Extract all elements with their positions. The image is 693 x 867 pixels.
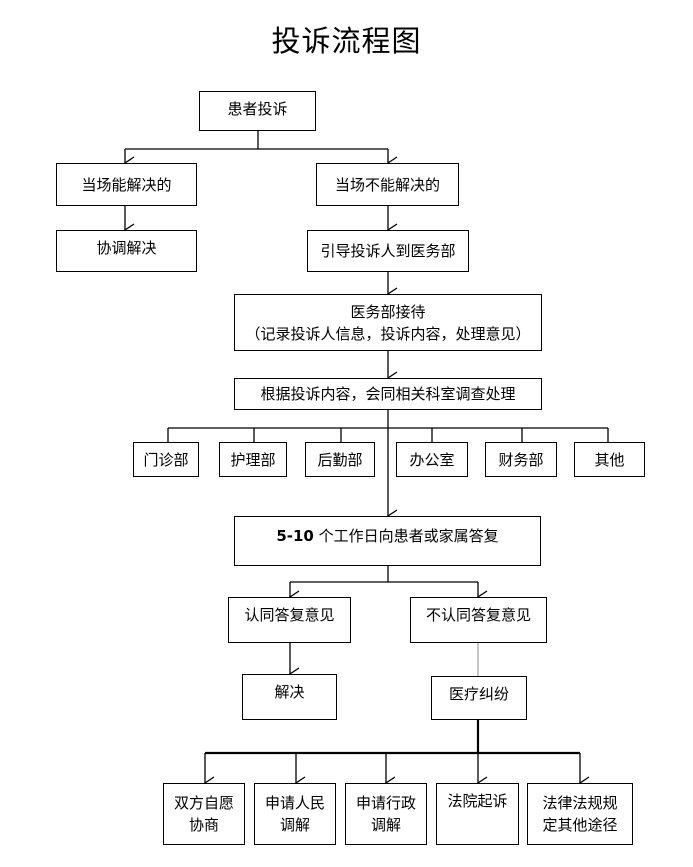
dept-label: 办公室: [409, 450, 455, 469]
node-label: 解决: [274, 683, 305, 701]
node-label-line2: （记录投诉人信息，投诉内容，处理意见）: [245, 324, 531, 343]
node-label: 患者投诉: [227, 100, 288, 118]
dept-box: 门诊部: [133, 442, 199, 477]
node-not-resolvable: 当场不能解决的: [316, 163, 459, 206]
node-resolvable: 当场能解决的: [56, 163, 197, 206]
node-label: 引导投诉人到医务部: [320, 242, 456, 260]
option-line2: 调解: [370, 816, 401, 834]
dept-label: 后勤部: [317, 450, 363, 469]
option-line2: 调解: [279, 816, 310, 834]
node-label: 医疗纠纷: [448, 685, 509, 703]
option-line1: 法律法规规: [542, 794, 618, 812]
node-label: 当场能解决的: [81, 175, 172, 194]
option-line1: 申请行政: [355, 794, 416, 812]
option-box: 法律法规规 定其他途径: [527, 783, 633, 845]
dept-label: 财务部: [498, 450, 544, 469]
dept-box: 财务部: [485, 442, 557, 477]
option-line2: 定其他途径: [542, 816, 618, 834]
node-dispute: 医疗纠纷: [431, 676, 527, 720]
dept-box: 其他: [574, 442, 645, 477]
option-line2: 协商: [188, 816, 219, 834]
dept-box: 办公室: [396, 442, 468, 477]
node-coordinate: 协调解决: [56, 230, 197, 272]
node-label-line1: 医务部接待: [350, 302, 426, 321]
option-box: 申请人民 调解: [254, 783, 336, 845]
dept-box: 护理部: [219, 442, 287, 477]
node-complaint: 患者投诉: [199, 91, 316, 131]
option-line1: 法院起诉: [447, 792, 508, 810]
node-disagree: 不认同答复意见: [410, 597, 547, 643]
option-line1: 双方自愿: [173, 794, 234, 812]
option-line1: 申请人民: [264, 794, 325, 812]
reply-text: 个工作日向患者或家属答复: [313, 527, 499, 545]
node-investigate: 根据投诉内容，会同相关科室调查处理: [234, 378, 542, 410]
node-agree: 认同答复意见: [228, 597, 351, 643]
option-box: 法院起诉: [436, 783, 519, 845]
node-label: 认同答复意见: [244, 606, 335, 624]
diagram-title: 投诉流程图: [271, 24, 422, 58]
dept-label: 护理部: [230, 450, 276, 469]
node-reply: 5-10 个工作日向患者或家属答复: [234, 516, 541, 566]
reply-days: 5-10: [276, 527, 314, 545]
node-label: 协调解决: [96, 239, 157, 257]
node-label: 当场不能解决的: [334, 175, 440, 194]
dept-box: 后勤部: [305, 442, 375, 477]
node-label: 不认同答复意见: [425, 606, 531, 624]
option-box: 申请行政 调解: [345, 783, 427, 845]
dept-label: 其他: [594, 450, 625, 469]
node-label: 5-10 个工作日向患者或家属答复: [276, 525, 498, 547]
node-label: 根据投诉内容，会同相关科室调查处理: [260, 385, 516, 403]
dept-label: 门诊部: [143, 450, 189, 469]
node-guide: 引导投诉人到医务部: [307, 230, 469, 272]
option-box: 双方自愿 协商: [163, 783, 245, 845]
node-solved: 解决: [242, 674, 337, 720]
node-reception: 医务部接待 （记录投诉人信息，投诉内容，处理意见）: [234, 294, 542, 351]
